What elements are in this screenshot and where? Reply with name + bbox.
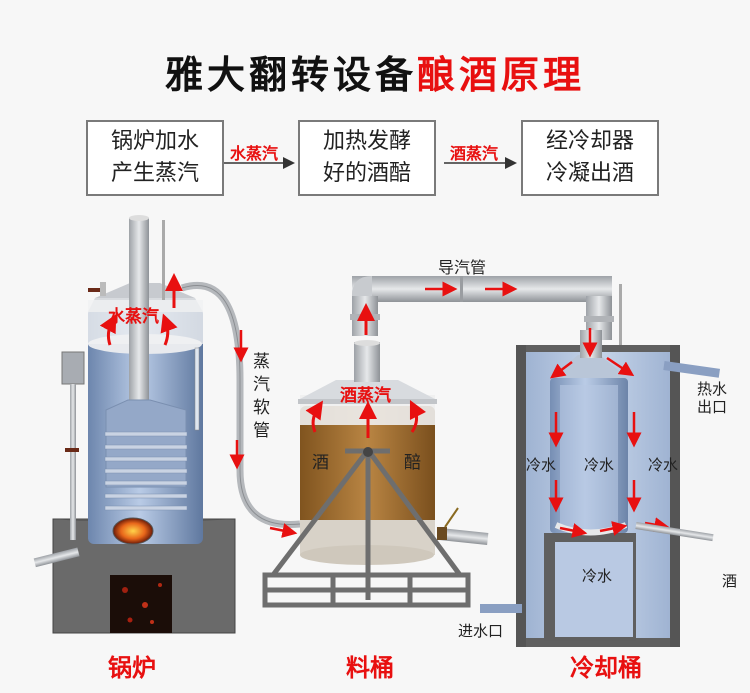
barrel-steam-label: 酒蒸汽 <box>340 386 391 406</box>
water-inlet-label: 进水口 <box>458 622 504 640</box>
flow-step-3: 经冷却器 冷凝出酒 <box>521 120 659 196</box>
liquor-outlet-label: 酒 <box>722 572 738 590</box>
material-barrel <box>262 340 489 608</box>
step-1-line2: 产生蒸汽 <box>110 161 199 186</box>
page-title: 雅大翻转设备酿酒原理 <box>0 44 750 99</box>
cold-water-label-3: 冷水 <box>648 456 679 474</box>
boiler-name: 锅炉 <box>108 654 156 682</box>
flow-step-1: 锅炉加水 产生蒸汽 <box>86 120 224 196</box>
step-2-line1: 加热发酵 <box>322 129 411 154</box>
boiler <box>33 215 236 634</box>
title-red: 酿酒原理 <box>417 52 586 97</box>
cold-water-label-1: 冷水 <box>526 456 557 474</box>
barrel-char-left: 酒 <box>312 453 329 473</box>
barrel-char-right: 醅 <box>404 453 421 473</box>
cooler <box>480 328 721 647</box>
step-3-line1: 经冷却器 <box>545 129 634 154</box>
title-black: 雅大翻转设备 <box>164 52 417 97</box>
boiler-steam-label: 水蒸汽 <box>108 307 159 327</box>
flow-arrow-label-2: 酒蒸汽 <box>450 144 499 163</box>
cold-water-label-4: 冷水 <box>582 567 613 585</box>
flow-step-2: 加热发酵 好的酒醅 <box>298 120 436 196</box>
steam-pipe <box>350 276 622 380</box>
cooler-name: 冷却桶 <box>570 654 642 682</box>
step-2-line2: 好的酒醅 <box>322 161 411 186</box>
barrel-name: 料桶 <box>346 654 394 682</box>
hose-label: 蒸汽软管 <box>249 352 269 444</box>
steam-pipe-label: 导汽管 <box>438 258 487 277</box>
flow-arrow-label-1: 水蒸汽 <box>230 144 279 163</box>
step-1-line1: 锅炉加水 <box>110 129 199 154</box>
hot-water-outlet-label: 热水出口 <box>697 380 728 416</box>
cold-water-label-2: 冷水 <box>584 456 615 474</box>
step-3-line2: 冷凝出酒 <box>545 161 634 186</box>
